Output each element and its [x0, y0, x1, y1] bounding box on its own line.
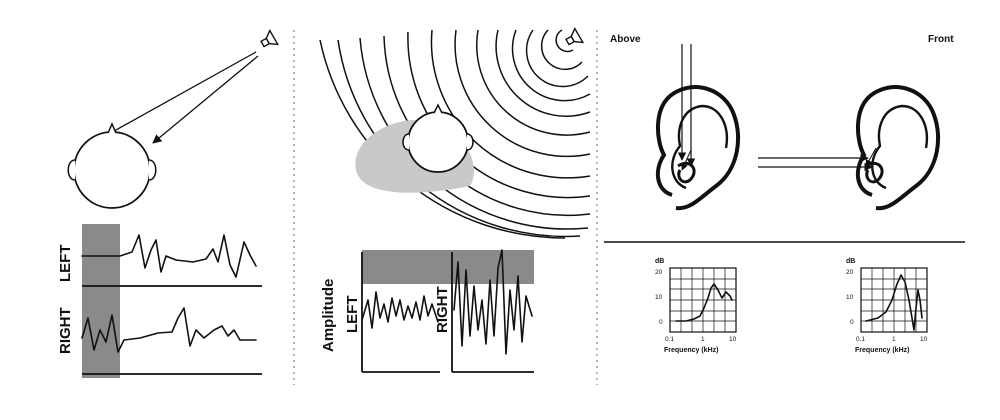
left-channel-label: LEFT	[57, 245, 74, 283]
chart1-xtick-0.1: 0.1	[665, 336, 674, 343]
speaker-icon-2	[565, 27, 585, 46]
right-channel-label-2: RIGHT	[434, 286, 451, 333]
frequency-response-above: dB 20 10 0 0.1 1 10 Frequency (kHz)	[655, 258, 737, 354]
left-channel-label-2: LEFT	[344, 296, 361, 334]
chart1-ytick-0: 0	[659, 319, 663, 326]
chart2-response-curve	[865, 274, 923, 331]
chart2-xtick-0.1: 0.1	[856, 336, 865, 343]
sound-path-front-reflect	[865, 147, 877, 167]
chart2-ytick-0: 0	[850, 319, 854, 326]
ear-above	[655, 85, 740, 211]
time-delay-band	[82, 224, 120, 378]
right-amplitude-waveform	[453, 249, 533, 355]
above-label: Above	[610, 34, 641, 45]
panel-head-shadow: Amplitude LEFT RIGHT	[319, 27, 591, 373]
chart1-xtick-1: 1	[701, 336, 705, 343]
front-label: Front	[928, 34, 954, 45]
ear-front	[855, 85, 940, 211]
chart2-xtick-1: 1	[892, 336, 896, 343]
panel-interaural-time-difference: LEFT RIGHT	[57, 29, 280, 378]
panel-pinna-filtering: Above Front dB 20 10 0	[604, 34, 965, 354]
amplitude-difference-band	[362, 250, 534, 284]
head-top-view-2	[402, 103, 474, 173]
speaker-icon	[260, 29, 280, 48]
chart2-ylabel: dB	[846, 258, 855, 265]
head-top-view	[67, 122, 157, 209]
chart2-xlabel: Frequency (kHz)	[855, 347, 909, 354]
chart1-response-curve	[675, 283, 733, 322]
right-channel-label: RIGHT	[57, 307, 74, 354]
left-ear-waveform	[81, 234, 257, 278]
chart1-xtick-10: 10	[729, 336, 737, 343]
right-ear-waveform	[81, 307, 257, 353]
chart1-ylabel: dB	[655, 258, 664, 265]
amplitude-axis-label: Amplitude	[320, 279, 337, 352]
frequency-response-front: dB 20 10 0 0.1 1 10 Frequency (kHz)	[846, 258, 928, 354]
chart2-ytick-10: 10	[846, 294, 854, 301]
chart2-xtick-10: 10	[920, 336, 928, 343]
sound-path-above-reflect	[681, 149, 692, 171]
chart2-ytick-20: 20	[846, 269, 854, 276]
left-amplitude-waveform	[361, 291, 439, 329]
chart1-xlabel: Frequency (kHz)	[664, 347, 718, 354]
chart1-ytick-10: 10	[655, 294, 663, 301]
sound-path-near-ear	[152, 55, 259, 144]
chart1-ytick-20: 20	[655, 269, 663, 276]
